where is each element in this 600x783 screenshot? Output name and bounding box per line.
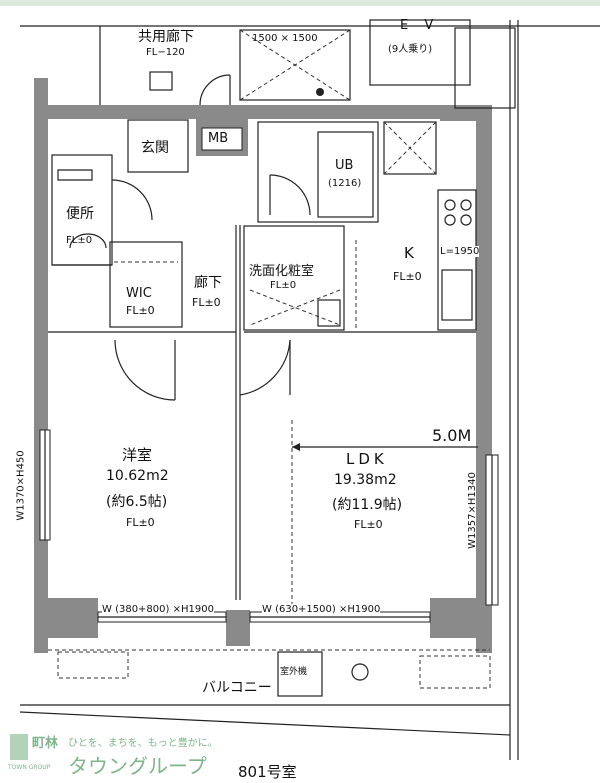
kitchen-length-label: L=1950 bbox=[440, 246, 480, 257]
ev-capacity-label: (9人乗り) bbox=[388, 44, 433, 55]
hallway-label: 廊下 bbox=[194, 275, 222, 291]
ldk-tatami: (約11.9帖) bbox=[332, 497, 403, 513]
ldk-name: LDK bbox=[346, 450, 388, 468]
ev-title-label: E V bbox=[400, 18, 440, 33]
logo-brand: タウングループ bbox=[68, 754, 207, 778]
window-right-label: W1357×H1340 bbox=[466, 472, 478, 549]
room-number-label: 801号室 bbox=[238, 763, 297, 781]
ldk-dimension-label: 5.0M bbox=[432, 426, 472, 445]
toilet-fl-label: FL±0 bbox=[66, 235, 93, 246]
main-rooms bbox=[39, 331, 499, 623]
logo-company-mark: 町林 bbox=[32, 736, 59, 751]
wic-fl-label: FL±0 bbox=[126, 304, 155, 317]
wic-room bbox=[109, 241, 183, 328]
ldk-fl: FL±0 bbox=[354, 518, 383, 531]
balcony-area bbox=[19, 20, 519, 760]
western-room-name: 洋室 bbox=[122, 446, 153, 464]
entrance-label: 玄関 bbox=[141, 140, 169, 156]
corridor-level-label: FL−120 bbox=[146, 47, 185, 58]
kitchen-label: K bbox=[404, 244, 414, 262]
western-room-tatami: (約6.5帖) bbox=[106, 494, 168, 510]
logo-emblem bbox=[10, 734, 28, 760]
ps-dims-label: 1500 × 1500 bbox=[252, 33, 318, 44]
kitchen-area bbox=[244, 189, 477, 333]
outdoor-unit-label: 室外機 bbox=[280, 667, 308, 677]
common-area bbox=[20, 19, 600, 109]
washroom-fl-label: FL±0 bbox=[270, 280, 297, 291]
common-corridor-label: 共用廊下 bbox=[138, 29, 194, 45]
mb-label: MB bbox=[208, 131, 229, 146]
sash-right-label: W (630+1500) ×H1900 bbox=[262, 604, 381, 615]
toilet-label: 便所 bbox=[66, 206, 94, 222]
sash-left-label: W (380+800) ×H1900 bbox=[102, 604, 214, 615]
hallway-fl-label: FL±0 bbox=[192, 296, 221, 309]
window-left-label: W1370×H450 bbox=[15, 450, 27, 521]
ldk-area: 19.38m2 bbox=[334, 472, 397, 488]
top-band bbox=[0, 0, 600, 6]
washroom-label: 洗面化粧室 bbox=[249, 264, 315, 279]
wet-area bbox=[127, 118, 437, 223]
outer-walls bbox=[34, 78, 492, 653]
ub-label: UB bbox=[335, 158, 354, 173]
logo-english: TOWN GROUP bbox=[8, 764, 51, 771]
balcony-label: バルコニー bbox=[202, 680, 272, 696]
western-room-area: 10.62m2 bbox=[106, 468, 169, 484]
logo-tagline: ひとを、まちを、もっと豊かに。 bbox=[68, 738, 218, 749]
western-room-fl: FL±0 bbox=[126, 516, 155, 529]
company-logo: 町林 ひとを、まちを、もっと豊かに。 タウングループ TOWN GROUP bbox=[6, 728, 246, 780]
washroom-room bbox=[243, 225, 357, 331]
ub-size-label: (1216) bbox=[328, 178, 362, 189]
wic-label: WIC bbox=[126, 286, 152, 301]
hallway bbox=[114, 225, 291, 600]
kitchen-fl-label: FL±0 bbox=[393, 270, 422, 283]
toilet-room bbox=[51, 154, 153, 266]
